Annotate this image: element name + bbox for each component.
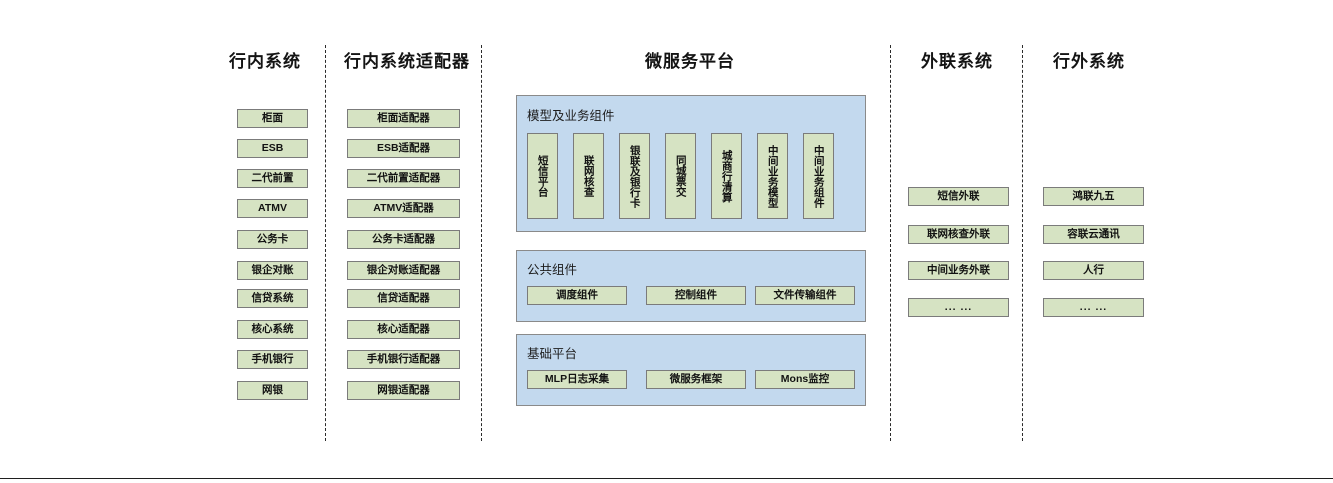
list-item[interactable]: 二代前置适配器 [347, 169, 460, 188]
list-item[interactable]: 信贷系统 [237, 289, 308, 308]
list-item[interactable]: 网银 [237, 381, 308, 400]
panel-label-base-platform: 基础平台 [527, 347, 578, 361]
page-bottom-rule [0, 478, 1333, 479]
column-title-intra-bank-adapters: 行内系统适配器 [344, 52, 470, 71]
list-item[interactable]: 中间业务模型 [757, 133, 788, 219]
list-item[interactable]: ATMV适配器 [347, 199, 460, 218]
panel-label-public-components: 公共组件 [527, 263, 578, 277]
column-divider-4 [1022, 45, 1023, 441]
list-item[interactable]: 中间业务组件 [803, 133, 834, 219]
list-item[interactable]: 柜面 [237, 109, 308, 128]
list-item[interactable]: 网银适配器 [347, 381, 460, 400]
column-title-microservice-platform: 微服务平台 [645, 52, 735, 71]
column-divider-3 [890, 45, 891, 441]
list-item[interactable]: 银联及银行卡 [619, 133, 650, 219]
list-item[interactable]: Mons监控 [755, 370, 855, 389]
list-item[interactable]: 联网核查外联 [908, 225, 1009, 244]
list-item[interactable]: 手机银行适配器 [347, 350, 460, 369]
list-item[interactable]: 文件传输组件 [755, 286, 855, 305]
list-item[interactable]: MLP日志采集 [527, 370, 627, 389]
list-item[interactable]: 人行 [1043, 261, 1144, 280]
list-item[interactable]: 银企对账 [237, 261, 308, 280]
list-item[interactable]: 微服务框架 [646, 370, 746, 389]
list-item[interactable]: ESB适配器 [347, 139, 460, 158]
list-item[interactable]: 公务卡适配器 [347, 230, 460, 249]
list-item[interactable]: 信贷适配器 [347, 289, 460, 308]
list-item[interactable]: 短信外联 [908, 187, 1009, 206]
column-divider-2 [481, 45, 482, 441]
list-item[interactable]: 核心适配器 [347, 320, 460, 339]
list-item[interactable]: ATMV [237, 199, 308, 218]
list-item[interactable]: ... ... [1043, 298, 1144, 317]
list-item[interactable]: 调度组件 [527, 286, 627, 305]
list-item[interactable]: 核心系统 [237, 320, 308, 339]
list-item[interactable]: 联网核查 [573, 133, 604, 219]
list-item[interactable]: 短信平台 [527, 133, 558, 219]
list-item[interactable]: 同城票交 [665, 133, 696, 219]
column-title-external-link-systems: 外联系统 [921, 52, 993, 71]
list-item[interactable]: 柜面适配器 [347, 109, 460, 128]
list-item[interactable]: 银企对账适配器 [347, 261, 460, 280]
list-item[interactable]: 容联云通讯 [1043, 225, 1144, 244]
list-item[interactable]: 二代前置 [237, 169, 308, 188]
list-item[interactable]: 中间业务外联 [908, 261, 1009, 280]
list-item[interactable]: 手机银行 [237, 350, 308, 369]
list-item[interactable]: 城商行清算 [711, 133, 742, 219]
list-item[interactable]: ... ... [908, 298, 1009, 317]
list-item[interactable]: 控制组件 [646, 286, 746, 305]
panel-label-model-business-components: 模型及业务组件 [527, 109, 615, 123]
column-title-off-bank-systems: 行外系统 [1053, 52, 1125, 71]
column-divider-1 [325, 45, 326, 441]
list-item[interactable]: 公务卡 [237, 230, 308, 249]
list-item[interactable]: 鸿联九五 [1043, 187, 1144, 206]
list-item[interactable]: ESB [237, 139, 308, 158]
column-title-intra-bank-systems: 行内系统 [229, 52, 301, 71]
